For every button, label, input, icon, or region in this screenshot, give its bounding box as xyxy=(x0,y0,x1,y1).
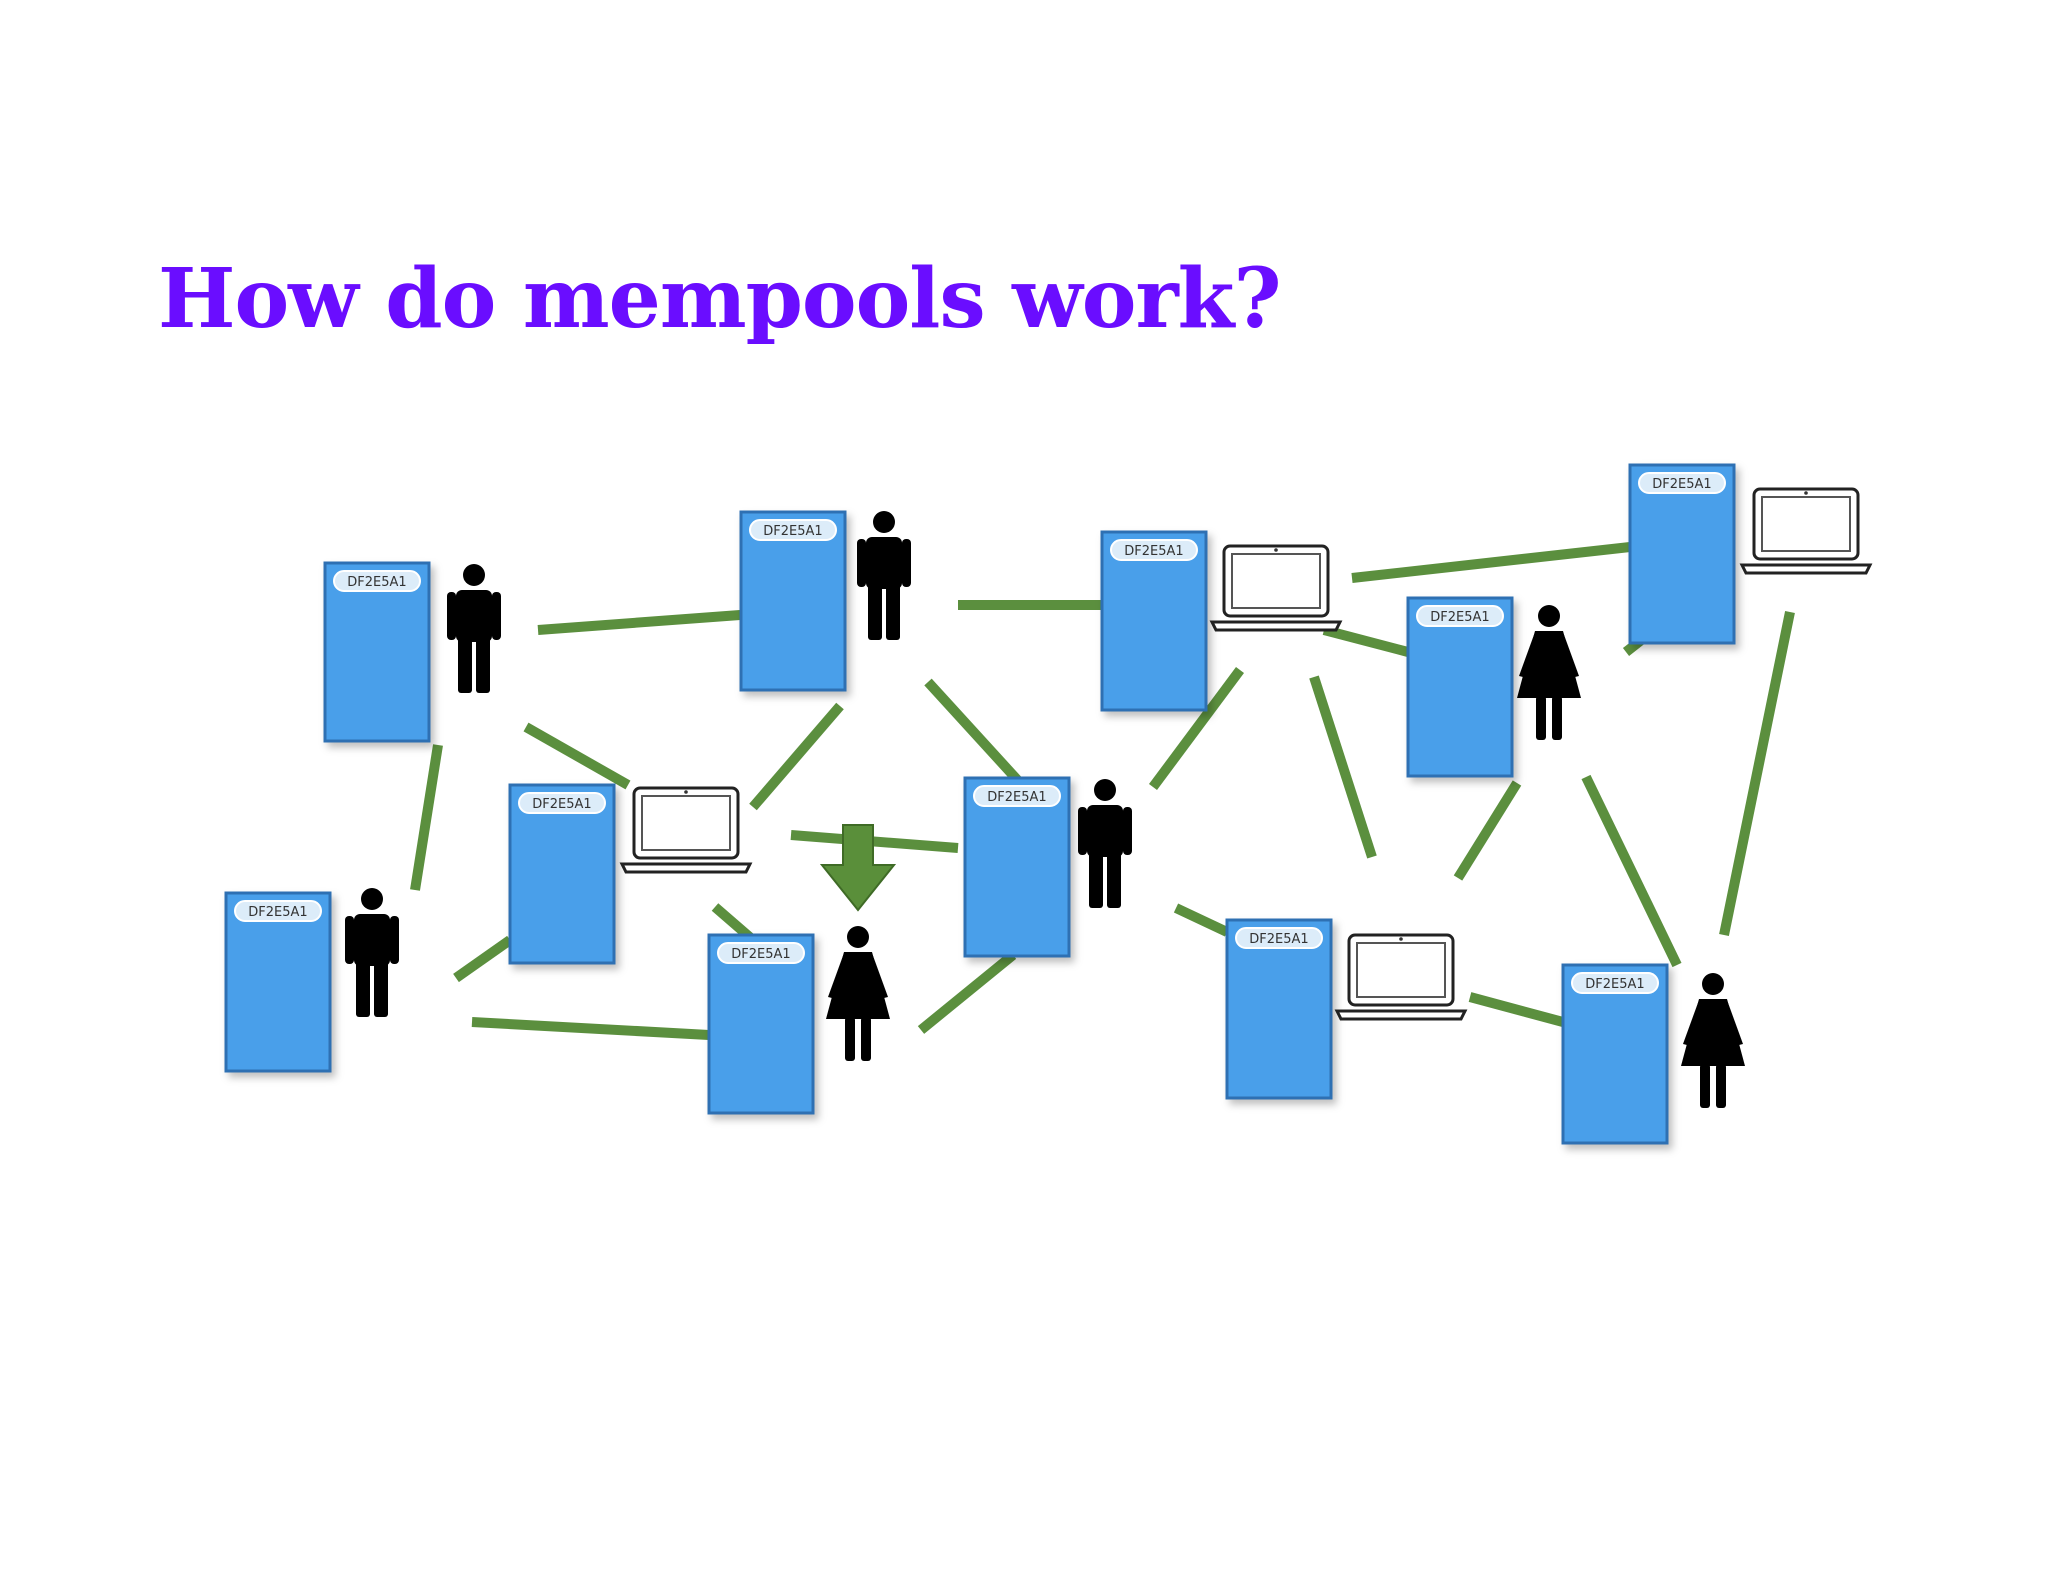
person-female-icon xyxy=(826,926,890,1061)
connection-edge xyxy=(1309,675,1377,859)
connection-edge xyxy=(410,744,443,891)
mempool-node: DF2E5A1 xyxy=(323,561,431,743)
node-label-pill xyxy=(1416,605,1504,627)
node-label-pill xyxy=(749,519,837,541)
connection-edge xyxy=(523,722,631,790)
node-label: DF2E5A1 xyxy=(1652,477,1711,492)
connection-edge xyxy=(1453,780,1522,881)
connection-edge xyxy=(917,951,1017,1034)
person-male-icon xyxy=(447,564,501,693)
connection-edge xyxy=(453,935,513,983)
mempool-node: DF2E5A1 xyxy=(508,783,616,965)
node-label: DF2E5A1 xyxy=(532,797,591,812)
node-label: DF2E5A1 xyxy=(347,575,406,590)
node-label: DF2E5A1 xyxy=(987,790,1046,805)
node-label: DF2E5A1 xyxy=(731,947,790,962)
connection-edge xyxy=(749,702,844,811)
node-label: DF2E5A1 xyxy=(1585,977,1644,992)
laptop-icon xyxy=(619,786,753,874)
connection-edge xyxy=(1351,542,1631,583)
network-edges xyxy=(410,542,1795,1040)
laptop-icon xyxy=(1739,487,1873,575)
node-label: DF2E5A1 xyxy=(1124,544,1183,559)
mempool-node: DF2E5A1 xyxy=(1561,963,1669,1145)
node-label: DF2E5A1 xyxy=(1249,932,1308,947)
node-label-pill xyxy=(973,785,1061,807)
node-label: DF2E5A1 xyxy=(763,524,822,539)
person-male-icon xyxy=(345,888,399,1017)
node-label-pill xyxy=(333,570,421,592)
connection-edge xyxy=(1322,625,1410,657)
node-label-pill xyxy=(1571,972,1659,994)
person-female-icon xyxy=(1681,973,1745,1108)
mempool-node: DF2E5A1 xyxy=(707,933,815,1115)
node-label-pill xyxy=(717,942,805,964)
connection-edge xyxy=(471,1017,710,1040)
connection-edge xyxy=(1581,774,1682,968)
connection-edge xyxy=(924,678,1026,789)
person-male-icon xyxy=(857,511,911,640)
connection-edge xyxy=(790,830,959,853)
node-label-pill xyxy=(1638,472,1726,494)
mempool-node: DF2E5A1 xyxy=(1406,596,1514,778)
connection-edge xyxy=(1148,667,1245,790)
person-female-icon xyxy=(1517,605,1581,740)
mempool-node: DF2E5A1 xyxy=(1100,530,1208,712)
connection-edge xyxy=(1719,610,1795,937)
node-label-pill xyxy=(1235,927,1323,949)
mempool-node: DF2E5A1 xyxy=(963,776,1071,958)
network-icons xyxy=(345,487,1873,1108)
network-nodes: DF2E5A1DF2E5A1DF2E5A1DF2E5A1DF2E5A1DF2E5… xyxy=(224,463,1736,1145)
laptop-icon xyxy=(1334,933,1468,1021)
node-label-pill xyxy=(234,900,322,922)
connection-edge xyxy=(1468,992,1565,1027)
node-label-pill xyxy=(518,792,606,814)
mempool-node: DF2E5A1 xyxy=(1225,918,1333,1100)
page-title: How do mempools work? xyxy=(158,251,1282,347)
mempool-node: DF2E5A1 xyxy=(224,891,332,1073)
mempool-node: DF2E5A1 xyxy=(1628,463,1736,645)
down-arrow-icon xyxy=(819,824,897,912)
node-label: DF2E5A1 xyxy=(1430,610,1489,625)
connection-edge xyxy=(537,610,741,635)
connection-edge xyxy=(1173,903,1230,937)
node-label-pill xyxy=(1110,539,1198,561)
mempool-node: DF2E5A1 xyxy=(739,510,847,692)
node-label: DF2E5A1 xyxy=(248,905,307,920)
person-male-icon xyxy=(1078,779,1132,908)
laptop-icon xyxy=(1209,544,1343,632)
